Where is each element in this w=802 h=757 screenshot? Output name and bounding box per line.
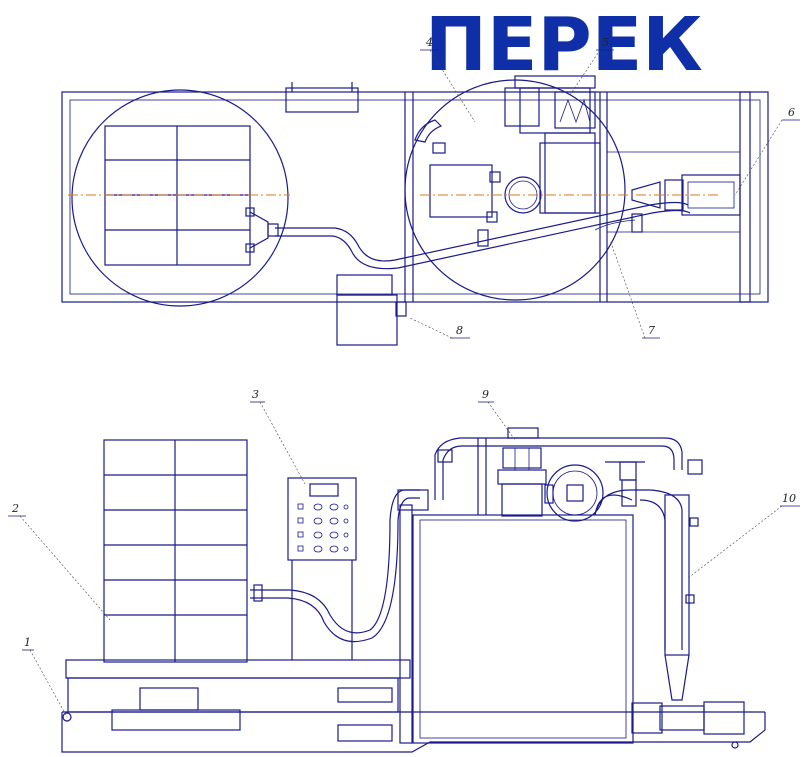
callout-6: 6 bbox=[788, 106, 795, 119]
tank-side bbox=[412, 514, 634, 744]
callout-8: 8 bbox=[456, 324, 463, 337]
left-tank-circle bbox=[71, 89, 289, 307]
side-view bbox=[61, 427, 766, 753]
callout-7: 7 bbox=[648, 324, 655, 337]
right-tank-circle bbox=[404, 79, 626, 301]
base-frame bbox=[61, 712, 766, 753]
watermark-text: ПЕРЕК bbox=[425, 2, 703, 88]
top-view bbox=[61, 75, 769, 346]
callout-3: 3 bbox=[252, 388, 259, 401]
top-frame bbox=[61, 91, 769, 303]
callout-10: 10 bbox=[782, 492, 796, 505]
callout-9: 9 bbox=[482, 388, 489, 401]
callouts: 1 2 3 4 5 6 7 8 9 10 bbox=[8, 36, 800, 718]
callout-4: 4 bbox=[425, 36, 433, 49]
control-panel bbox=[287, 477, 357, 561]
callout-2: 2 bbox=[11, 502, 19, 515]
callout-5: 5 bbox=[602, 36, 609, 49]
callout-1: 1 bbox=[24, 636, 31, 649]
